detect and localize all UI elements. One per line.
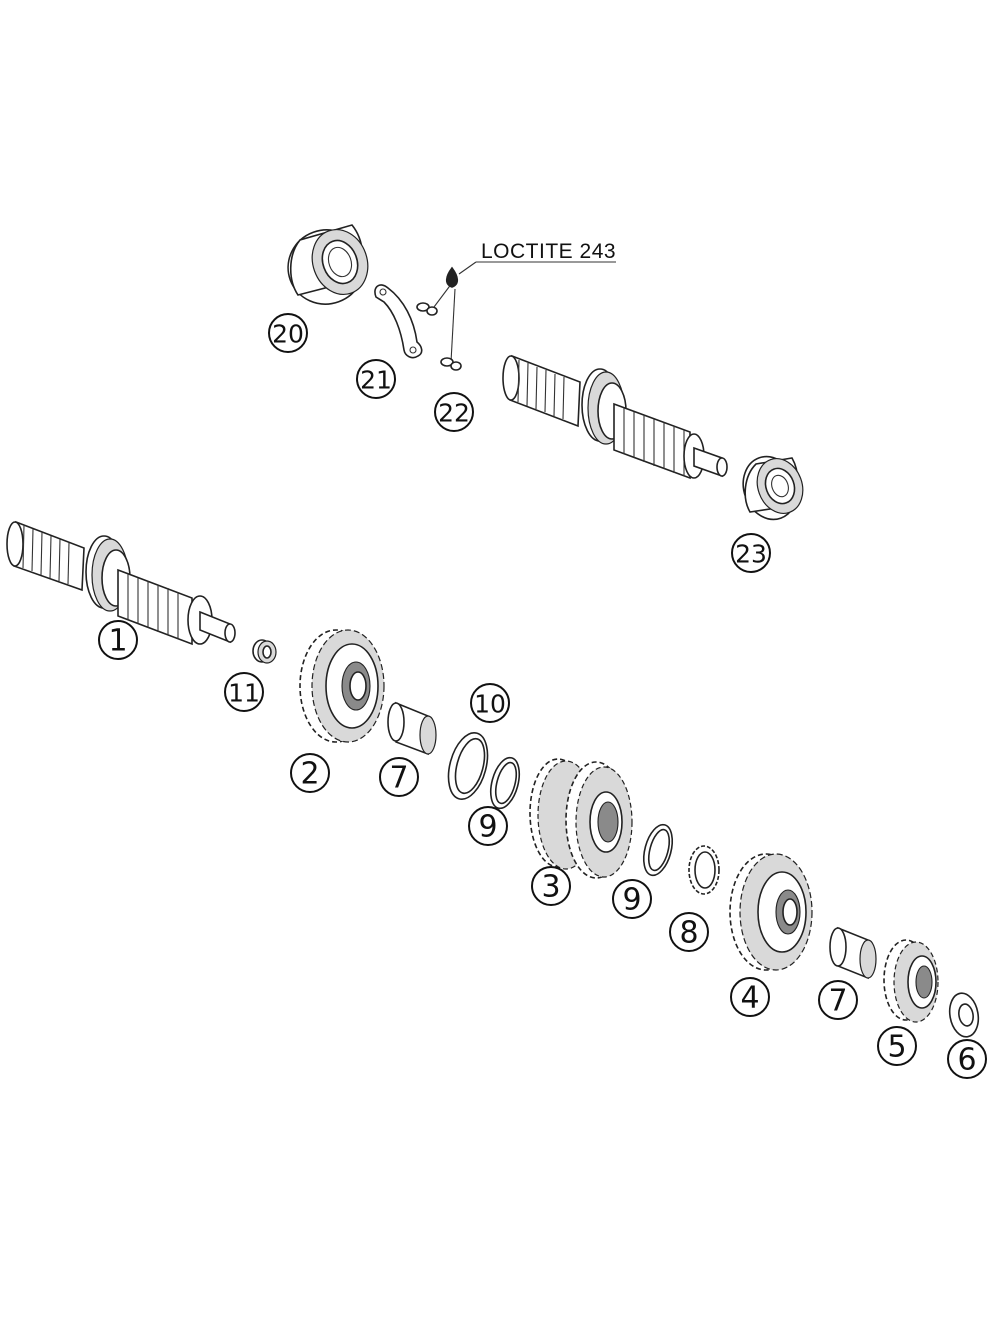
svg-text:6: 6: [957, 1043, 976, 1078]
countershaft: [502, 354, 728, 480]
callout-6: 6: [947, 1039, 987, 1079]
callout-2: 2: [290, 753, 330, 793]
svg-text:22: 22: [438, 399, 470, 428]
svg-text:7: 7: [828, 984, 847, 1019]
loctite-note: LOCTITE 243: [458, 240, 616, 275]
part-3-double-gear: [529, 758, 633, 879]
callout-7a: 7: [379, 757, 419, 797]
part-9-circlip-a: [489, 756, 521, 810]
callout-20: 20: [268, 313, 308, 353]
part-20-bearing: [287, 224, 369, 305]
part-10-ring: [447, 732, 489, 800]
part-2-gear: [299, 629, 385, 743]
callout-4: 4: [730, 977, 770, 1017]
part-22-screws: [416, 266, 462, 371]
part-7-sleeve-b: [829, 926, 877, 980]
part-21-bracket: [374, 284, 423, 359]
callout-23: 23: [731, 533, 771, 573]
callout-9a: 9: [468, 806, 508, 846]
part-1-main-shaft: [6, 520, 236, 646]
svg-text:20: 20: [272, 320, 304, 349]
svg-text:5: 5: [887, 1030, 906, 1065]
callout-11: 11: [224, 672, 264, 712]
part-11-bushing: [252, 639, 277, 664]
svg-text:1: 1: [108, 624, 127, 659]
svg-text:9: 9: [622, 883, 641, 918]
part-7-sleeve-a: [387, 701, 437, 756]
loctite-drop-icon: [445, 266, 459, 288]
callout-1: 1: [98, 620, 138, 660]
svg-text:8: 8: [679, 916, 698, 951]
svg-text:9: 9: [478, 810, 497, 845]
part-8-lock-washer: [688, 845, 720, 895]
loctite-note-text: LOCTITE 243: [481, 240, 616, 263]
svg-text:7: 7: [389, 761, 408, 796]
part-6-washer: [948, 992, 980, 1038]
callout-9b: 9: [612, 879, 652, 919]
callout-3: 3: [531, 866, 571, 906]
svg-text:2: 2: [300, 757, 319, 792]
svg-text:11: 11: [228, 679, 260, 708]
svg-text:21: 21: [360, 366, 392, 395]
callout-10: 10: [470, 683, 510, 723]
callout-7b: 7: [818, 980, 858, 1020]
callout-21: 21: [356, 359, 396, 399]
callout-22: 22: [434, 392, 474, 432]
svg-text:4: 4: [740, 981, 759, 1016]
svg-text:23: 23: [735, 540, 767, 569]
svg-text:10: 10: [474, 690, 506, 719]
svg-text:3: 3: [541, 870, 560, 905]
callout-8: 8: [669, 912, 709, 952]
part-23-bearing: [742, 455, 804, 521]
part-4-gear: [729, 853, 813, 971]
part-9-circlip-b: [642, 823, 674, 877]
part-5-gear: [883, 939, 939, 1023]
callout-5: 5: [877, 1026, 917, 1066]
